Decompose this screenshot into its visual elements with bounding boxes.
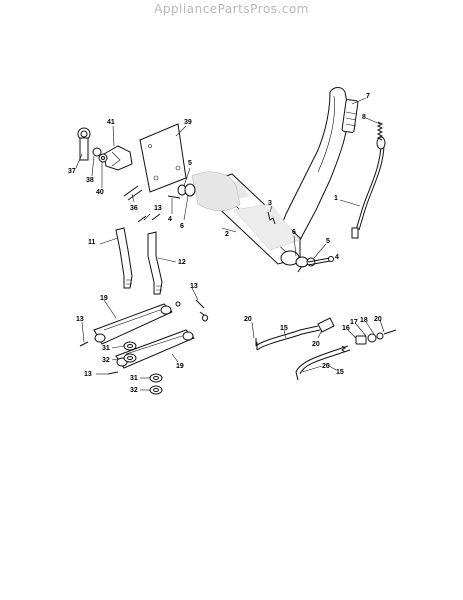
callout-8: 8 <box>362 114 366 121</box>
callout-13d: 13 <box>84 371 92 378</box>
nuts-lower[interactable] <box>149 373 163 395</box>
callout-39: 39 <box>184 119 192 126</box>
height-knob[interactable] <box>103 145 133 171</box>
callout-3: 3 <box>268 200 272 207</box>
callout-15a: 15 <box>280 325 288 332</box>
knob-hardware[interactable] <box>77 127 108 163</box>
callout-4a: 4 <box>168 216 172 223</box>
frame-ghost <box>191 171 301 251</box>
spring[interactable] <box>376 121 384 141</box>
clips-lower[interactable] <box>79 299 209 375</box>
callout-13c: 13 <box>76 316 84 323</box>
callout-11: 11 <box>88 239 96 246</box>
callout-2: 2 <box>225 231 229 238</box>
bracket-plate[interactable] <box>139 123 187 193</box>
callouts: 7 8 1 41 37 38 40 39 5 36 4 6 3 2 6 5 4 <box>68 93 385 394</box>
callout-20a: 20 <box>244 316 252 323</box>
callout-20c: 20 <box>374 316 382 323</box>
watermark-text: AppliancePartsPros.com <box>154 2 309 16</box>
callout-19b: 19 <box>176 363 184 370</box>
callout-20d: 20 <box>322 363 330 370</box>
callout-32b: 32 <box>130 387 138 394</box>
link-rod-lower[interactable] <box>295 345 351 381</box>
callout-13b: 13 <box>190 283 198 290</box>
pin-36[interactable] <box>123 185 143 201</box>
callout-36: 36 <box>130 205 138 212</box>
callout-32a: 32 <box>102 357 110 364</box>
callout-12: 12 <box>178 259 186 266</box>
callout-16: 16 <box>342 325 350 332</box>
trunnion-hardware[interactable] <box>355 329 397 345</box>
lift-rod[interactable] <box>351 136 386 239</box>
lift-link-12[interactable] <box>147 231 163 295</box>
callout-17: 17 <box>350 319 358 326</box>
clips-upper[interactable] <box>137 213 161 223</box>
callout-31a: 31 <box>102 345 110 352</box>
callout-40: 40 <box>96 189 104 196</box>
callout-38: 38 <box>86 177 94 184</box>
lift-link-11[interactable] <box>115 227 133 289</box>
callout-31b: 31 <box>130 375 138 382</box>
cotter-pin-right[interactable] <box>307 256 334 266</box>
callout-6b: 6 <box>292 229 296 236</box>
callout-41: 41 <box>107 119 115 126</box>
nuts-upper[interactable] <box>123 341 137 363</box>
callout-5b: 5 <box>326 238 330 245</box>
hanger-bracket-upper[interactable] <box>93 303 173 345</box>
link-rod-upper[interactable] <box>255 317 335 351</box>
callout-20b: 20 <box>312 341 320 348</box>
callout-15b: 15 <box>336 369 344 376</box>
callout-5a: 5 <box>188 160 192 167</box>
shaft-washers-left[interactable] <box>167 183 196 199</box>
callout-19a: 19 <box>100 295 108 302</box>
callout-18: 18 <box>360 317 368 324</box>
callout-7: 7 <box>366 93 370 100</box>
callout-13a: 13 <box>154 205 162 212</box>
callout-4b: 4 <box>335 254 339 261</box>
callout-1: 1 <box>334 195 338 202</box>
lift-lever[interactable] <box>275 87 359 251</box>
pin-3[interactable] <box>267 211 276 225</box>
callout-37: 37 <box>68 168 76 175</box>
callout-6a: 6 <box>180 223 184 230</box>
